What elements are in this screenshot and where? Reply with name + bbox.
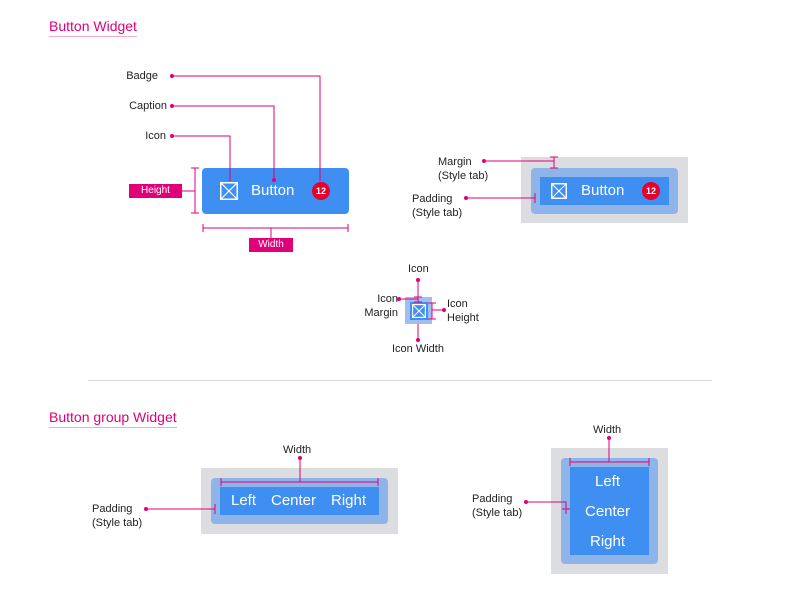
button-caption: Button	[251, 182, 295, 199]
caption-callout-line	[172, 105, 275, 180]
section-divider	[88, 380, 712, 381]
group-v-padding-label: Padding (Style tab)	[472, 493, 523, 519]
padding-label: Padding (Style tab)	[412, 193, 463, 219]
group-h-buttons: Left Center Right	[220, 487, 379, 515]
group-v-buttons: Left Center Right	[570, 467, 649, 555]
image-placeholder-icon	[412, 304, 426, 318]
icon-top-label: Icon	[408, 263, 429, 275]
anatomy-button[interactable]: Button 12	[202, 168, 349, 214]
group-h-width-label: Width	[283, 444, 312, 456]
group-h-padding-label: Padding (Style tab)	[92, 503, 143, 529]
icon-box	[410, 302, 428, 320]
badge-callout-line	[172, 75, 321, 181]
segment-left[interactable]: Left	[595, 473, 621, 490]
group-v-padding-callout	[526, 501, 567, 514]
caption-label: Caption	[129, 100, 167, 112]
icon-callout-line	[172, 135, 231, 181]
badge-label: Badge	[126, 70, 158, 82]
button-caption: Button	[581, 182, 625, 199]
badge-count: 12	[642, 182, 660, 200]
image-placeholder-icon	[551, 183, 567, 199]
segment-left[interactable]: Left	[231, 492, 257, 509]
margin-label: Margin (Style tab)	[438, 156, 489, 182]
segment-center[interactable]: Center	[271, 492, 317, 509]
image-placeholder-icon	[220, 182, 238, 200]
height-tag: Height	[129, 184, 182, 198]
segment-right[interactable]: Right	[590, 533, 626, 550]
button-group-widget-title: Button group Widget	[49, 409, 177, 428]
icon-height-label: Icon Height	[447, 298, 479, 324]
button-widget-title: Button Widget	[49, 18, 137, 37]
width-tag: Width	[249, 238, 293, 252]
segment-right[interactable]: Right	[331, 492, 367, 509]
icon-width-label: Icon Width	[392, 343, 444, 355]
badge-count: 12	[312, 182, 330, 200]
style-button[interactable]: Button 12	[540, 177, 669, 205]
segment-center[interactable]: Center	[585, 503, 631, 520]
icon-margin-label: Icon Margin	[364, 293, 398, 319]
group-v-width-label: Width	[593, 424, 622, 436]
icon-label: Icon	[145, 130, 166, 142]
